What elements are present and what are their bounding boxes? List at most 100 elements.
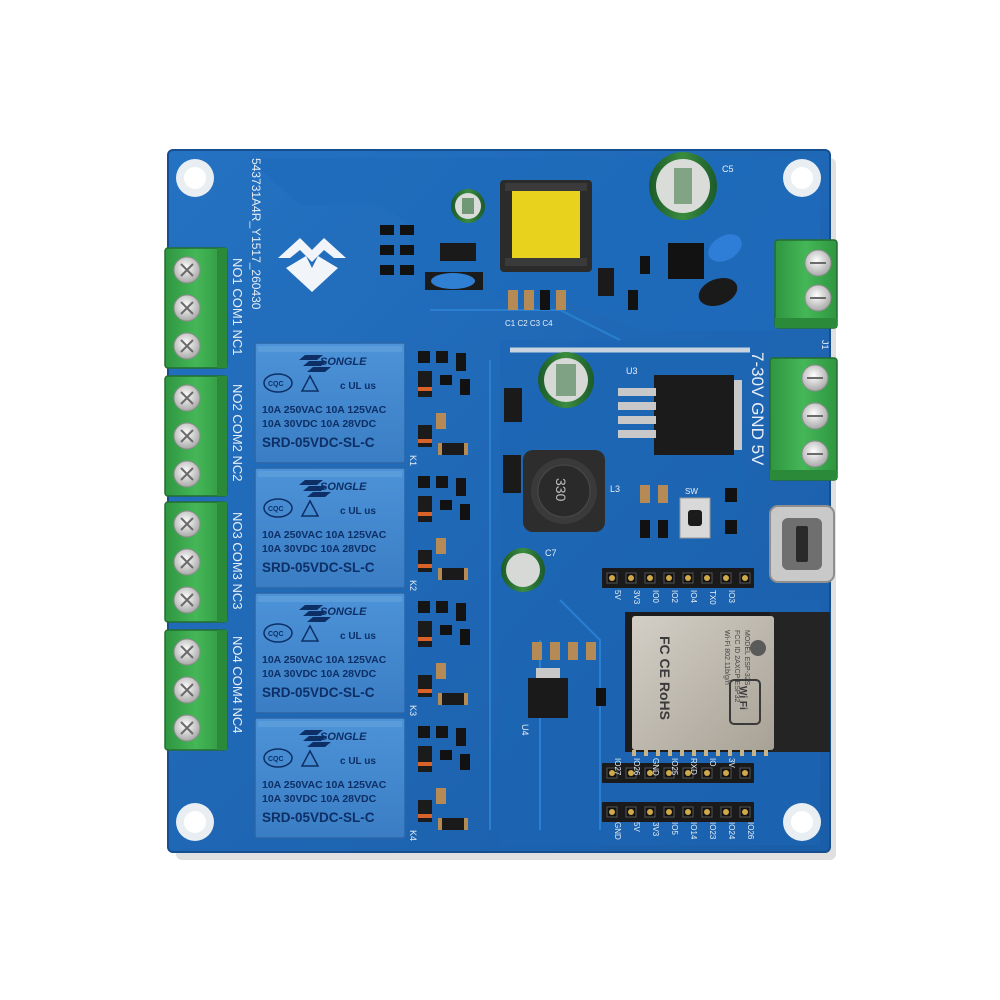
relay-brand: SONGLE (320, 731, 367, 743)
usb-c-port[interactable] (769, 505, 835, 583)
header-pin-label: IO5 (670, 822, 679, 835)
relay-model: SRD-05VDC-SL-C (262, 435, 375, 450)
header-pin[interactable] (625, 806, 637, 818)
screw-icon (173, 638, 201, 666)
screw-icon (173, 548, 201, 576)
smd-resistors-top (380, 225, 414, 275)
mounting-hole (783, 803, 821, 841)
terminal-label: NO3 COM3 NC3 (230, 512, 245, 610)
relay-brand: SONGLE (320, 356, 367, 368)
varistor (698, 277, 738, 307)
header-pin[interactable] (606, 806, 618, 818)
input-terminal-2pin: J1 (774, 239, 838, 350)
relay-rating-1: 10A 250VAC 10A 125VAC (262, 529, 387, 541)
relay-rating-2: 10A 30VDC 10A 28VDC (262, 543, 377, 555)
module-line1: MODEL ESP-32S (743, 630, 750, 686)
header-pin[interactable] (663, 572, 675, 584)
inductor-marking: 330 (553, 478, 569, 502)
header-pin-label: IO2 (670, 590, 679, 603)
header-pin-label: IO14 (689, 822, 698, 840)
relay-driver-cluster (418, 601, 470, 705)
module-wifi: Wi Fi (737, 686, 748, 710)
header-pin-label: RXD (689, 758, 698, 775)
mounting-hole (783, 159, 821, 197)
header-pin[interactable] (663, 767, 675, 779)
cqc-mark-icon: CQC (263, 498, 293, 518)
header-pin[interactable] (663, 806, 675, 818)
screw-icon (173, 332, 201, 360)
relay-rating-1: 10A 250VAC 10A 125VAC (262, 654, 387, 666)
reset-button[interactable]: SW (679, 487, 711, 539)
screw-icon (173, 460, 201, 488)
mounting-hole (176, 803, 214, 841)
header-pin[interactable] (644, 806, 656, 818)
module-fcc: FC CE RoHS (657, 636, 673, 720)
screw-icon (801, 364, 829, 392)
header-pin[interactable] (625, 572, 637, 584)
terminal-label: NO2 COM2 NC2 (230, 384, 245, 482)
relay-rating-2: 10A 30VDC 10A 28VDC (262, 793, 377, 805)
power-inductor-l3: 330 L3 (523, 450, 620, 532)
screw-icon (801, 440, 829, 468)
header-pin-label: GND (651, 758, 660, 776)
header-pin[interactable] (644, 767, 656, 779)
header-pin[interactable] (739, 572, 751, 584)
esp32-module: MODEL ESP-32S FCC ID 2AXCP-ESP32 Wi-Fi 8… (625, 612, 830, 756)
header-pin[interactable] (720, 806, 732, 818)
regulator-u3: U3 (618, 366, 742, 455)
relay-driver-cluster (418, 476, 470, 580)
header-pin[interactable] (682, 767, 694, 779)
header-pin-label: IO26 (632, 758, 641, 776)
header-pin[interactable] (720, 767, 732, 779)
screw-icon (173, 714, 201, 742)
cqc-mark-icon: CQC (263, 623, 293, 643)
mounting-holes (176, 159, 821, 841)
header-pin[interactable] (739, 806, 751, 818)
dc-dc-section: U3 330 L3 C7 SW (501, 352, 835, 592)
header-pin[interactable] (644, 572, 656, 584)
diode-d8 (503, 455, 521, 493)
relay-cqc-mark: CQC (268, 756, 284, 763)
relay-ul-mark: c UL us (340, 506, 376, 517)
header-pin-label: IO26 (746, 822, 755, 840)
screw-icon (173, 510, 201, 538)
header-pin[interactable] (606, 572, 618, 584)
relay-group: SONGLE CQC c UL us 10A 250VAC 10A 125VAC 10A… (254, 342, 418, 841)
bird-logo-icon (278, 238, 346, 292)
power-terminal-3pin (769, 357, 838, 481)
header-pin[interactable] (625, 767, 637, 779)
wifi-logo-icon: Wi Fi (729, 679, 761, 725)
sw-label: SW (685, 487, 698, 496)
relay-model: SRD-05VDC-SL-C (262, 810, 375, 825)
c5-label: C5 (722, 164, 734, 174)
header-pin[interactable] (739, 767, 751, 779)
header-pin[interactable] (682, 806, 694, 818)
header-pin[interactable] (701, 767, 713, 779)
electrolytic-capacitor (451, 189, 485, 223)
header-pin[interactable] (720, 572, 732, 584)
relay-cqc-mark: CQC (268, 506, 284, 513)
relay-model: SRD-05VDC-SL-C (262, 560, 375, 575)
header-pin[interactable] (701, 572, 713, 584)
header-pin-label: 3V3 (651, 822, 660, 837)
songle-logo-icon (299, 730, 331, 747)
warning-triangle-icon (300, 624, 320, 642)
c7-label: C7 (545, 548, 557, 558)
relay-cqc-mark: CQC (268, 631, 284, 638)
header-pin[interactable] (682, 572, 694, 584)
screw-icon (801, 402, 829, 430)
relay-terminal-blocks (164, 247, 228, 751)
relay: SONGLE CQC c UL us 10A 250VAC 10A 125VAC 10A… (254, 467, 418, 591)
header-pin[interactable] (606, 767, 618, 779)
relay-terminal-block (164, 247, 228, 369)
regulator-u2 (668, 243, 704, 279)
header-pin-label: 3V3 (632, 590, 641, 605)
electrolytic-capacitor-c7: C7 (501, 548, 557, 592)
relay-terminal-block (164, 501, 228, 623)
cqc-mark-icon: CQC (263, 373, 293, 393)
relay-driver-cluster (418, 726, 470, 830)
relay-brand: SONGLE (320, 481, 367, 493)
header-pin[interactable] (701, 806, 713, 818)
electrolytic-capacitor (538, 352, 594, 408)
